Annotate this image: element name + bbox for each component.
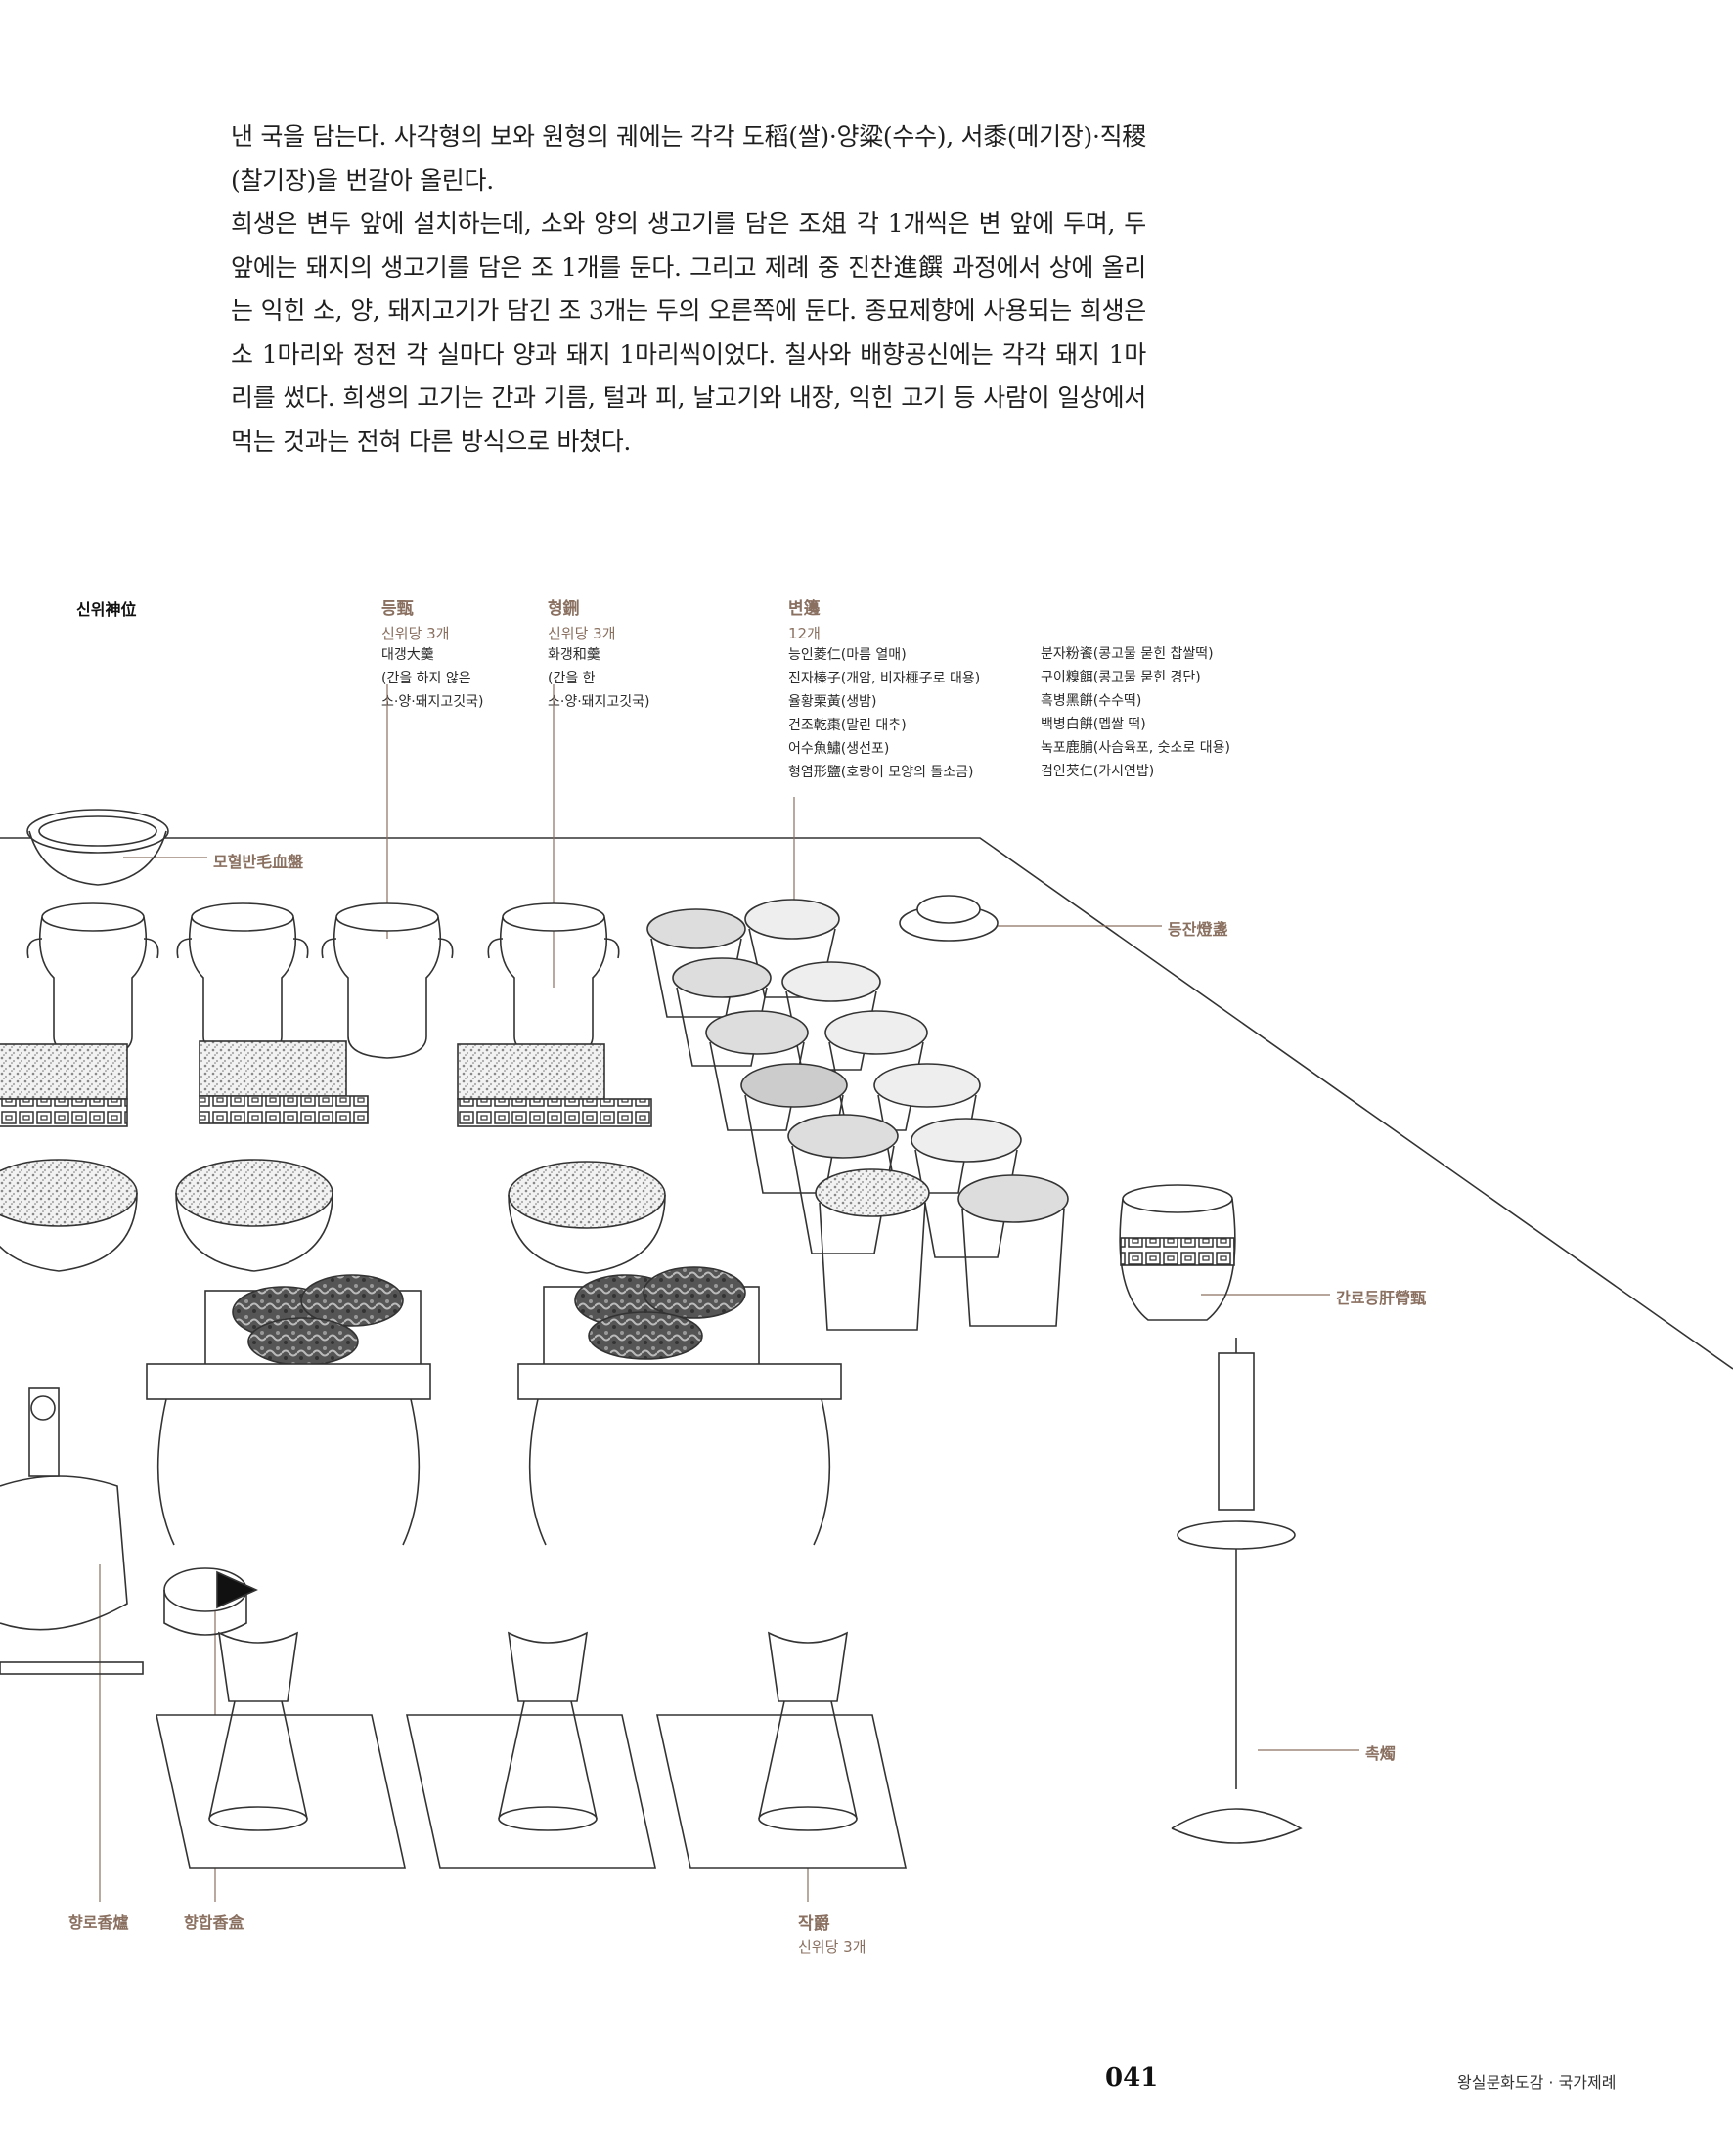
jak-head: 작爵 — [798, 1914, 830, 1934]
running-title: 왕실문화도감 · 국가제례 — [1457, 2073, 1617, 2091]
deung-head: 등甄 — [381, 599, 414, 619]
shinwi-label: 신위神位 — [76, 600, 137, 619]
byeon-item: 녹포鹿脯(사슴육포, 숫소로 대용) — [1041, 740, 1230, 756]
byeon-item: 구이糗餌(콩고물 묻힌 경단) — [1041, 670, 1201, 685]
hyeong-sub: 신위당 3개 — [548, 625, 616, 642]
deung-sub: 신위당 3개 — [381, 625, 450, 642]
bo-vessels — [0, 1040, 652, 1127]
incense-box — [163, 1567, 258, 1636]
ganryo-label: 간료등肝膋甄 — [1336, 1289, 1427, 1307]
byeon-bowls — [646, 899, 1069, 1331]
byeon-head: 변籩 — [788, 599, 821, 619]
deungjan-label: 등잔燈盞 — [1168, 920, 1228, 939]
byeon-col-1: 능인菱仁(마름 열매) 진자榛子(개암, 비자榧子로 대용) 율황栗黃(생밤) … — [788, 643, 980, 784]
paragraph-2: 희생은 변두 앞에 설치하는데, 소와 양의 생고기를 담은 조俎 각 1개씩은… — [231, 209, 1146, 456]
hyeong-line-2: (간을 한 — [548, 671, 596, 686]
byeon-label-group: 변籩 12개 능인菱仁(마름 열매) 진자榛子(개암, 비자榧子로 대용) 율황… — [788, 594, 980, 784]
byeon-item: 검인芡仁(가시연밥) — [1041, 764, 1155, 779]
page-number: 041 — [1105, 2063, 1159, 2092]
censer — [0, 1387, 144, 1675]
jak-label-group: 작爵 신위당 3개 — [798, 1910, 866, 1957]
hyanghap-label: 향합香盒 — [184, 1914, 244, 1932]
paragraph-1: 낸 국을 담는다. 사각형의 보와 원형의 궤에는 각각 도稻(쌀)·양粱(수수… — [231, 122, 1146, 195]
deung-line-3: 소·양·돼지고깃국) — [381, 694, 484, 710]
deung-label-group: 등甄 신위당 3개 대갱大羹 (간을 하지 않은 소·양·돼지고깃국) — [381, 594, 484, 714]
ganryo-jar — [1119, 1184, 1236, 1321]
byeon-item: 율황栗黃(생밤) — [788, 694, 877, 710]
byeon-item: 형염形鹽(호랑이 모양의 돌소금) — [788, 765, 974, 780]
candle-stand — [1171, 1338, 1303, 1844]
hyangro-label: 향로香爐 — [68, 1914, 129, 1932]
deungjan-dish — [899, 895, 999, 942]
byeon-col-2: 분자粉餈(콩고물 묻힌 찹쌀떡) 구이糗餌(콩고물 묻힌 경단) 흑병黑餠(수수… — [1041, 642, 1230, 783]
byeon-item: 분자粉餈(콩고물 묻힌 찹쌀떡) — [1041, 646, 1214, 662]
blood-bowl — [26, 809, 169, 886]
byeon-item: 백병白餠(멥쌀 떡) — [1041, 717, 1146, 732]
byeon-item: 진자榛子(개암, 비자榧子로 대용) — [788, 671, 981, 686]
body-text: 낸 국을 담는다. 사각형의 보와 원형의 궤에는 각각 도稻(쌀)·양粱(수수… — [231, 115, 1146, 463]
gwe-vessels — [0, 1159, 666, 1274]
byeon-item: 능인菱仁(마름 열매) — [788, 647, 907, 663]
hyeong-line-1: 화갱和羹 — [548, 647, 600, 663]
chok-label: 촉燭 — [1365, 1744, 1396, 1763]
deung-line-1: 대갱大羹 — [381, 647, 434, 663]
deung-jars — [26, 902, 620, 1059]
byeon-sub: 12개 — [788, 625, 821, 642]
jak-cups — [156, 1631, 907, 1869]
jak-sub: 신위당 3개 — [798, 1938, 866, 1956]
hyeong-label-group: 형鉶 신위당 3개 화갱和羹 (간을 한 소·양·돼지고깃국) — [548, 594, 650, 714]
table-edge — [0, 837, 1733, 1370]
jo-tables — [146, 1266, 842, 1546]
byeon-item: 어수魚鱐(생선포) — [788, 741, 890, 757]
byeon-item: 흑병黑餠(수수떡) — [1041, 693, 1142, 709]
hyeong-head: 형鉶 — [548, 599, 580, 619]
hyeong-line-3: 소·양·돼지고깃국) — [548, 694, 650, 710]
mohyeol-label: 모혈반毛血盤 — [213, 853, 304, 871]
deung-line-2: (간을 하지 않은 — [381, 671, 471, 686]
byeon-item: 건조乾棗(말린 대추) — [788, 718, 907, 733]
